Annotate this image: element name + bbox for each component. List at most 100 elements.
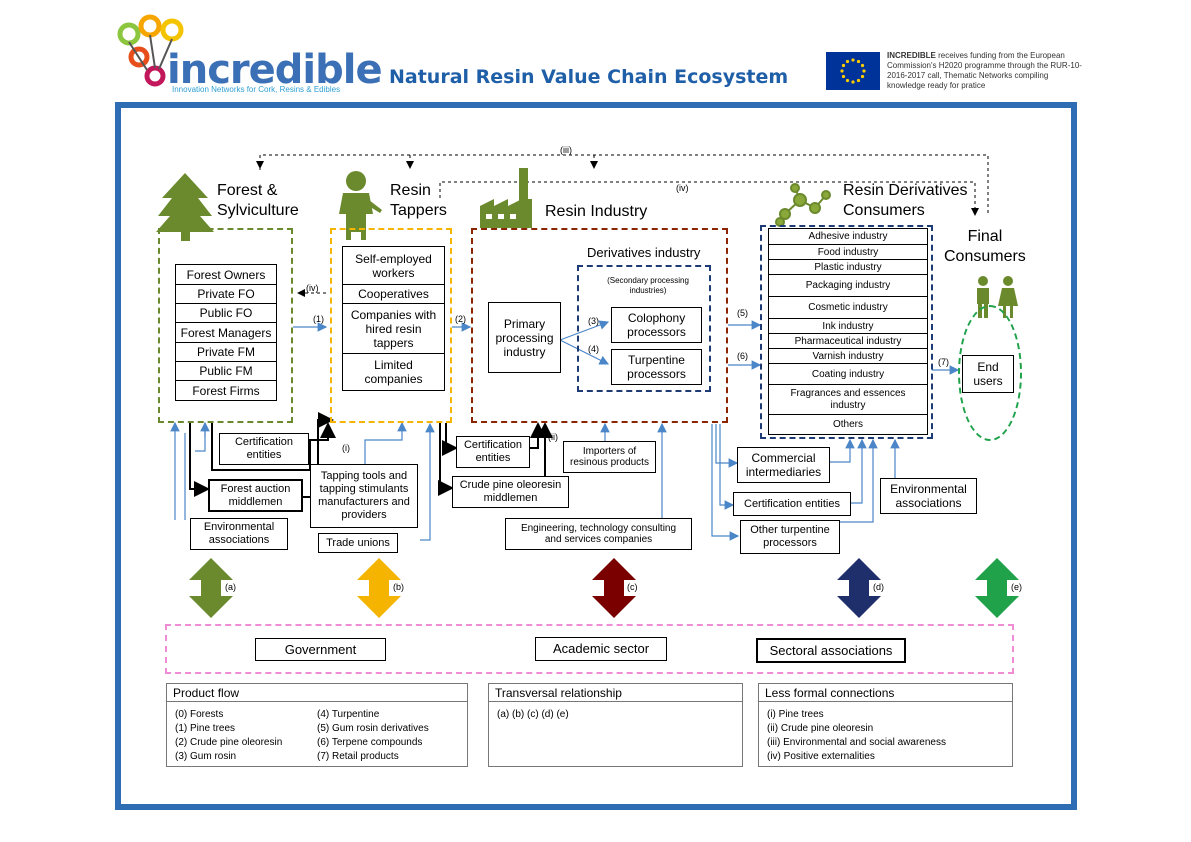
forest-actor: Private FO	[176, 285, 276, 304]
transversal-band	[165, 624, 1014, 674]
derivatives-subsection	[577, 265, 711, 392]
academic-box: Academic sector	[535, 637, 667, 661]
legend-item: (6) Terpene compounds	[317, 737, 423, 748]
eu-star-icon	[845, 78, 850, 83]
legend-product-col2: (4) Turpentine (5) Gum rosin derivatives…	[317, 708, 429, 764]
flow-label-ii: (ii)	[548, 432, 558, 442]
legend-product-flow: Product flow (0) Forests (1) Pine trees …	[166, 683, 468, 767]
legend-item: (3) Gum rosin	[175, 751, 237, 762]
heading-forest: Forest & Sylviculture	[217, 182, 299, 219]
legend-item: (7) Retail products	[317, 751, 399, 762]
consumer-industry: Fragrances and essences industry	[769, 385, 927, 415]
turpentine-box: Turpentine processors	[611, 349, 702, 385]
arrow-b-icon	[357, 558, 401, 618]
flow-label-4: (4)	[588, 344, 599, 354]
legend-less-items: (i) Pine trees (ii) Crude pine oleoresin…	[767, 708, 946, 764]
tapper-actor: Self-employed workers	[343, 247, 444, 285]
arrow-label-c: (c)	[627, 582, 638, 592]
forest-actor: Forest Firms	[192, 383, 260, 398]
cert-forest-box: Certification entities	[219, 433, 309, 465]
consumers-list: Adhesive industry Food industry Plastic …	[768, 228, 928, 435]
heading-derivatives: Resin Derivatives Consumers	[843, 182, 968, 219]
eu-star-icon	[851, 58, 855, 62]
logo-wordmark: incredible	[167, 47, 383, 93]
eu-star-icon	[841, 74, 846, 79]
arrow-label-e: (e)	[1011, 582, 1022, 592]
flow-label-6: (6)	[737, 351, 748, 361]
legend-item: (0) Forests	[175, 709, 224, 720]
consumer-industry: Adhesive industry	[769, 229, 927, 245]
legend-transversal-text: (a) (b) (c) (d) (e)	[497, 709, 569, 720]
eu-star-icon	[851, 80, 855, 84]
cert-deriv-box: Certification entities	[733, 492, 851, 516]
trade-unions-box: Trade unions	[318, 533, 398, 553]
derivatives-title: Derivatives industry	[587, 245, 701, 260]
arrow-label-b: (b)	[393, 582, 404, 592]
legend-item: (4) Turpentine	[317, 709, 380, 720]
secondary-note: (Secondary processing industries)	[607, 276, 689, 295]
legend-item: (ii) Crude pine oleoresin	[767, 723, 874, 734]
tappers-section	[330, 228, 452, 423]
legend-transversal: Transversal relationship (a) (b) (c) (d)…	[488, 683, 743, 767]
pine-tree-icon	[156, 173, 214, 241]
forest-actor: Forest Managers	[176, 323, 276, 343]
legend-less-title: Less formal connections	[759, 684, 1012, 702]
flow-label-iii: (iii)	[560, 145, 572, 155]
primary-processing-box: Primary processing industry	[488, 302, 561, 373]
eu-star-icon	[860, 63, 865, 68]
logo-tagline: Innovation Networks for Cork, Resins & E…	[172, 85, 341, 94]
eu-funding-body: receives funding from the European Commi…	[887, 51, 1082, 90]
legend-product-col1: (0) Forests (1) Pine trees (2) Crude pin…	[175, 708, 282, 764]
legend-less-formal: Less formal connections (i) Pine trees (…	[758, 683, 1013, 767]
flow-label-7: (7)	[938, 357, 949, 367]
resin-tapper-icon	[339, 171, 382, 240]
consumer-industry: Coating industry	[769, 364, 927, 385]
heading-tappers: Resin Tappers	[390, 182, 447, 219]
flow-label-iv-top: (iv)	[676, 183, 689, 193]
env-deriv-box: Environmental associations	[880, 478, 977, 514]
forest-auction-box: Forest auction middlemen	[208, 479, 303, 512]
industry-section	[471, 228, 728, 423]
arrow-a-icon	[189, 558, 233, 618]
consumer-industry: Ink industry	[769, 319, 927, 334]
legend-item: (i) Pine trees	[767, 709, 824, 720]
legend-item: (2) Crude pine oleoresin	[175, 737, 283, 748]
legend-item: (iii) Environmental and social awareness	[767, 737, 946, 748]
flow-label-i: (i)	[342, 443, 350, 453]
legend-product-title: Product flow	[167, 684, 467, 702]
eu-star-icon	[856, 59, 861, 64]
eu-star-icon	[845, 59, 850, 64]
forest-actor: Forest Owners	[176, 265, 276, 285]
legend-item: (1) Pine trees	[175, 723, 236, 734]
flow-label-2: (2)	[455, 314, 466, 324]
consumer-industry: Packaging industry	[769, 275, 927, 297]
molecule-icon	[775, 183, 831, 227]
forest-actor: Private FM	[176, 343, 276, 362]
cert-industry-box: Certification entities	[456, 436, 530, 468]
colophony-box: Colophony processors	[611, 307, 702, 343]
legend-transversal-title: Transversal relationship	[489, 684, 742, 702]
arrow-d-icon	[837, 558, 881, 618]
eu-star-icon	[841, 63, 846, 68]
eu-funding-bold: INCREDIBLE	[887, 51, 936, 60]
tappers-actor-list: Self-employed workers Cooperatives Compa…	[342, 246, 445, 391]
page-title: Natural Resin Value Chain Ecosystem	[389, 66, 789, 88]
eu-star-icon	[840, 69, 844, 73]
incredible-logo: incredible Innovation Networks for Cork,…	[115, 12, 383, 97]
eu-funding-text: INCREDIBLE receives funding from the Eur…	[887, 51, 1087, 91]
crude-middlemen-box: Crude pine oleoresin middlemen	[452, 476, 569, 508]
consumer-industry: Varnish industry	[769, 349, 927, 364]
forest-section	[158, 228, 293, 423]
logo-rings-icon	[117, 14, 184, 87]
flow-label-5: (5)	[737, 308, 748, 318]
sectoral-box: Sectoral associations	[756, 638, 906, 663]
tapping-tools-box: Tapping tools and tapping stimulants man…	[310, 464, 418, 528]
other-turp-box: Other turpentine processors	[740, 520, 840, 554]
factory-icon	[480, 168, 532, 228]
flow-label-3: (3)	[588, 316, 599, 326]
importers-box: Importers of resinous products	[563, 441, 656, 473]
consumer-industry: Pharmaceutical industry	[769, 334, 927, 349]
forest-actor-list: Forest Owners Private FO Public FO Fores…	[175, 264, 277, 401]
